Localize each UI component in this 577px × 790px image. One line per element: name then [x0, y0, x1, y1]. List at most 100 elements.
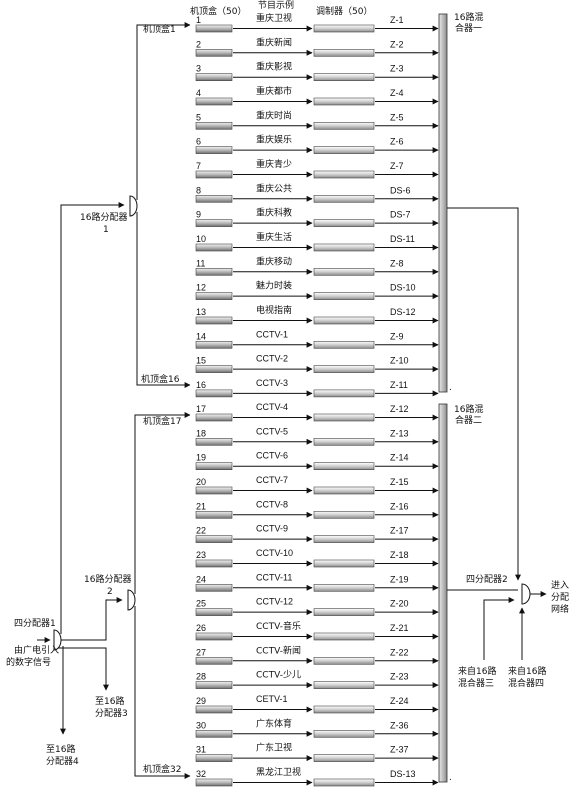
mixer-1-output-line	[447, 207, 521, 581]
row-number: 9	[196, 210, 201, 220]
row-number: 25	[196, 599, 206, 609]
from-mixer-4-label-a: 来自16路	[508, 665, 546, 677]
stb-17-label: 机顶盒17	[143, 415, 181, 427]
program-name: 重庆新闻	[256, 36, 292, 48]
quad-1-to-splitter-3	[58, 647, 109, 691]
set-top-box	[195, 510, 233, 519]
mixer-2: .	[438, 403, 452, 783]
set-top-box	[195, 705, 233, 714]
splitter-1-bottom-line	[136, 212, 191, 388]
channel-label: Z-23	[390, 672, 409, 682]
splitter-16-1	[129, 195, 138, 217]
channel-label: Z-17	[390, 526, 409, 536]
row-number: 28	[196, 672, 206, 682]
modulator	[313, 656, 375, 665]
set-top-box	[195, 656, 233, 665]
row-number: 3	[196, 64, 201, 74]
program-name: CETV-1	[256, 694, 288, 704]
channel-label: DS-6	[390, 185, 411, 195]
quad-splitter-1-label: 四分配器1	[14, 618, 56, 629]
channel-label: Z-22	[390, 647, 409, 657]
row-number: 20	[196, 477, 206, 487]
row-number: 26	[196, 623, 206, 633]
channel-label: Z-19	[390, 574, 409, 584]
quad-1-to-splitter-2	[61, 597, 123, 641]
from-mixer-3-line	[483, 597, 515, 660]
mixer-1-dot: .	[449, 383, 452, 393]
row-number: 8	[196, 185, 201, 195]
program-name: CCTV-少儿	[256, 670, 301, 681]
set-top-box	[195, 267, 233, 276]
modulator	[313, 510, 375, 519]
set-top-box	[195, 632, 233, 641]
set-top-box	[195, 754, 233, 762]
program-name: 重庆娱乐	[256, 134, 292, 146]
row-number: 12	[196, 283, 206, 293]
modulator	[313, 122, 375, 130]
row-number: 2	[196, 39, 201, 49]
modulator	[313, 778, 375, 787]
program-name: 重庆都市	[256, 85, 292, 97]
splitter-1-label-b: 1	[103, 225, 109, 235]
modulator	[313, 24, 375, 33]
modulator	[313, 97, 375, 106]
row-number: 32	[196, 769, 206, 779]
stb-header: 机顶盒（50）	[190, 5, 246, 17]
source-label-a: 由广电引入	[14, 644, 59, 656]
channel-label: Z-6	[390, 137, 404, 147]
channel-label: DS-7	[390, 210, 411, 220]
modulator	[313, 243, 375, 252]
program-name: CCTV-8	[256, 499, 288, 509]
modulator	[313, 413, 375, 422]
modulator	[313, 486, 375, 495]
channel-label: DS-12	[390, 307, 416, 317]
row-number: 11	[196, 258, 205, 268]
row-number: 27	[196, 647, 206, 657]
splitter-16-2	[127, 589, 136, 611]
row-number: 6	[196, 137, 201, 147]
splitter-16-2-symbol	[127, 589, 136, 611]
stb-1-label: 机顶盒1	[143, 23, 176, 35]
modulator	[313, 462, 375, 471]
set-top-box	[195, 486, 233, 495]
to-splitter-4-label-b: 分配器4	[46, 756, 79, 767]
mixer-1: .	[438, 13, 452, 393]
set-top-box	[195, 729, 233, 738]
set-top-box	[195, 583, 233, 592]
channel-label: Z-36	[390, 720, 409, 730]
row-number: 24	[196, 574, 206, 584]
set-top-box	[195, 340, 233, 349]
modulator	[313, 535, 375, 543]
modulator	[313, 632, 375, 641]
modulator	[313, 437, 375, 446]
row-number: 21	[196, 501, 206, 511]
modulator	[313, 48, 375, 57]
channel-label: Z-9	[390, 331, 404, 341]
program-name: 魅力时装	[256, 280, 292, 292]
program-name: CCTV-6	[256, 451, 288, 461]
splitter-16-1-symbol	[129, 195, 138, 217]
from-mixer-3-label-b: 混合器三	[458, 677, 494, 689]
to-splitter-3-label-b: 分配器3	[95, 708, 128, 719]
channel-label: Z-11	[390, 380, 408, 390]
row-number: 17	[196, 404, 206, 414]
row-number: 13	[196, 307, 206, 317]
mixer-2-dot: .	[449, 773, 452, 783]
channel-label: Z-1	[390, 15, 404, 25]
program-name: CCTV-新闻	[256, 644, 301, 656]
set-top-box	[195, 24, 233, 33]
stb-16-label: 机顶盒16	[141, 373, 180, 385]
quad-splitter-2-label: 四分配器2	[466, 574, 508, 585]
channel-label: Z-12	[390, 404, 409, 414]
program-name: 重庆时尚	[256, 109, 292, 121]
modulator	[313, 219, 375, 227]
channel-label: Z-7	[390, 161, 404, 171]
channel-label: Z-14	[390, 453, 409, 463]
program-name: CCTV-9	[256, 524, 288, 534]
mixer-1-label-a: 16路混	[454, 11, 483, 23]
row-number: 15	[196, 356, 206, 366]
row-number: 19	[196, 453, 206, 463]
modulator	[313, 365, 375, 373]
program-name: 重庆影视	[256, 61, 292, 73]
set-top-box	[195, 681, 233, 689]
